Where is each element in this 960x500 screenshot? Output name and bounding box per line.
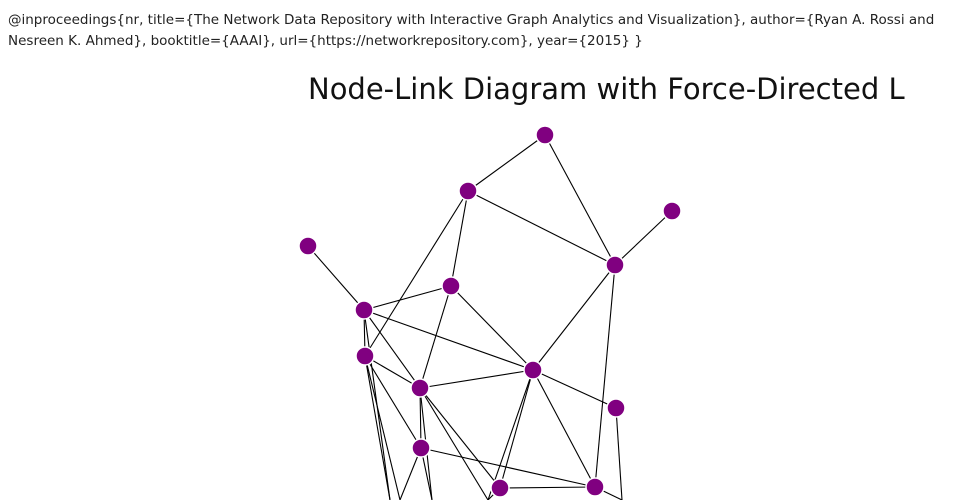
edge-n9-n12 bbox=[419, 387, 422, 449]
edge-n9-n13 bbox=[419, 387, 501, 489]
edge-n6-n10 bbox=[450, 285, 534, 371]
edge-n5-n14 bbox=[594, 264, 616, 488]
node-n12[interactable] bbox=[411, 438, 431, 458]
node-n4[interactable] bbox=[298, 236, 318, 256]
edge-n8-n9 bbox=[364, 355, 421, 389]
edge-n11-n19 bbox=[615, 407, 623, 500]
edge-n2-n5 bbox=[467, 190, 616, 266]
edge-n8-n12 bbox=[364, 355, 422, 449]
node-n10[interactable] bbox=[523, 360, 543, 380]
edge-n3-n5 bbox=[614, 210, 673, 266]
edge-n10-n14 bbox=[532, 369, 596, 488]
edge-n6-n9 bbox=[419, 285, 452, 389]
edge-n10-n11 bbox=[532, 369, 617, 409]
edge-n10-n13 bbox=[499, 369, 534, 489]
node-n13[interactable] bbox=[490, 478, 510, 498]
node-n3[interactable] bbox=[662, 201, 682, 221]
node-n9[interactable] bbox=[410, 378, 430, 398]
edge-n10-n18 bbox=[487, 369, 534, 500]
node-n5[interactable] bbox=[605, 255, 625, 275]
edge-n7-n10 bbox=[363, 309, 534, 371]
node-n14[interactable] bbox=[585, 477, 605, 497]
citation-text: @inproceedings{nr, title={The Network Da… bbox=[8, 12, 935, 49]
node-n11[interactable] bbox=[606, 398, 626, 418]
edge-n12-n14 bbox=[420, 447, 596, 488]
node-n2[interactable] bbox=[458, 181, 478, 201]
edge-n9-n18 bbox=[419, 387, 489, 500]
edge-n8-n16 bbox=[364, 355, 401, 500]
node-n8[interactable] bbox=[355, 346, 375, 366]
node-n7[interactable] bbox=[354, 300, 374, 320]
chart-title: Node-Link Diagram with Force-Directed La… bbox=[308, 72, 906, 106]
edge-n1-n2 bbox=[467, 134, 546, 192]
edge-n2-n6 bbox=[450, 190, 469, 287]
edge-n7-n9 bbox=[363, 309, 421, 389]
edge-n8-n15 bbox=[364, 355, 391, 500]
nodes-layer bbox=[298, 125, 682, 498]
edge-n13-n14 bbox=[499, 486, 596, 489]
node-n1[interactable] bbox=[535, 125, 555, 145]
edge-n2-n8 bbox=[364, 190, 469, 357]
edge-n1-n5 bbox=[544, 134, 616, 266]
node-n6[interactable] bbox=[441, 276, 461, 296]
edge-n4-n7 bbox=[307, 245, 365, 311]
edge-n7-n6 bbox=[363, 285, 452, 311]
edge-n5-n10 bbox=[532, 264, 616, 371]
edge-n10-n9 bbox=[419, 369, 534, 389]
